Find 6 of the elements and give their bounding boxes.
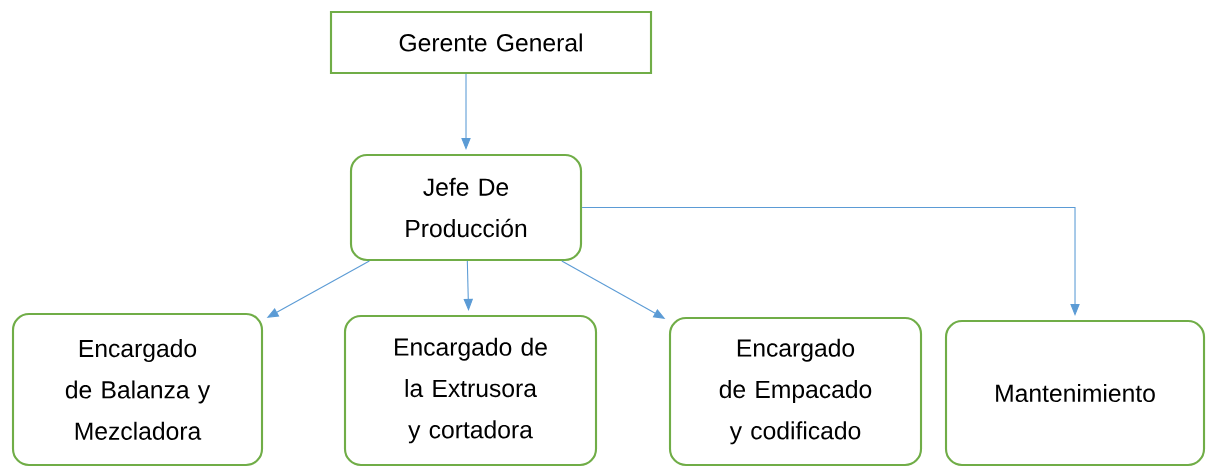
rounded-box: Encargado de Balanza y Mezcladora [11,312,264,467]
rounded-box: Jefe De Producción [349,153,583,262]
rounded-box: Encargado de Empacado y codificado [668,316,923,467]
rounded-box: Encargado de la Extrusora y cortadora [343,314,598,467]
rounded-box: Mantenimiento [944,319,1206,467]
title-box: Gerente General [329,10,653,75]
